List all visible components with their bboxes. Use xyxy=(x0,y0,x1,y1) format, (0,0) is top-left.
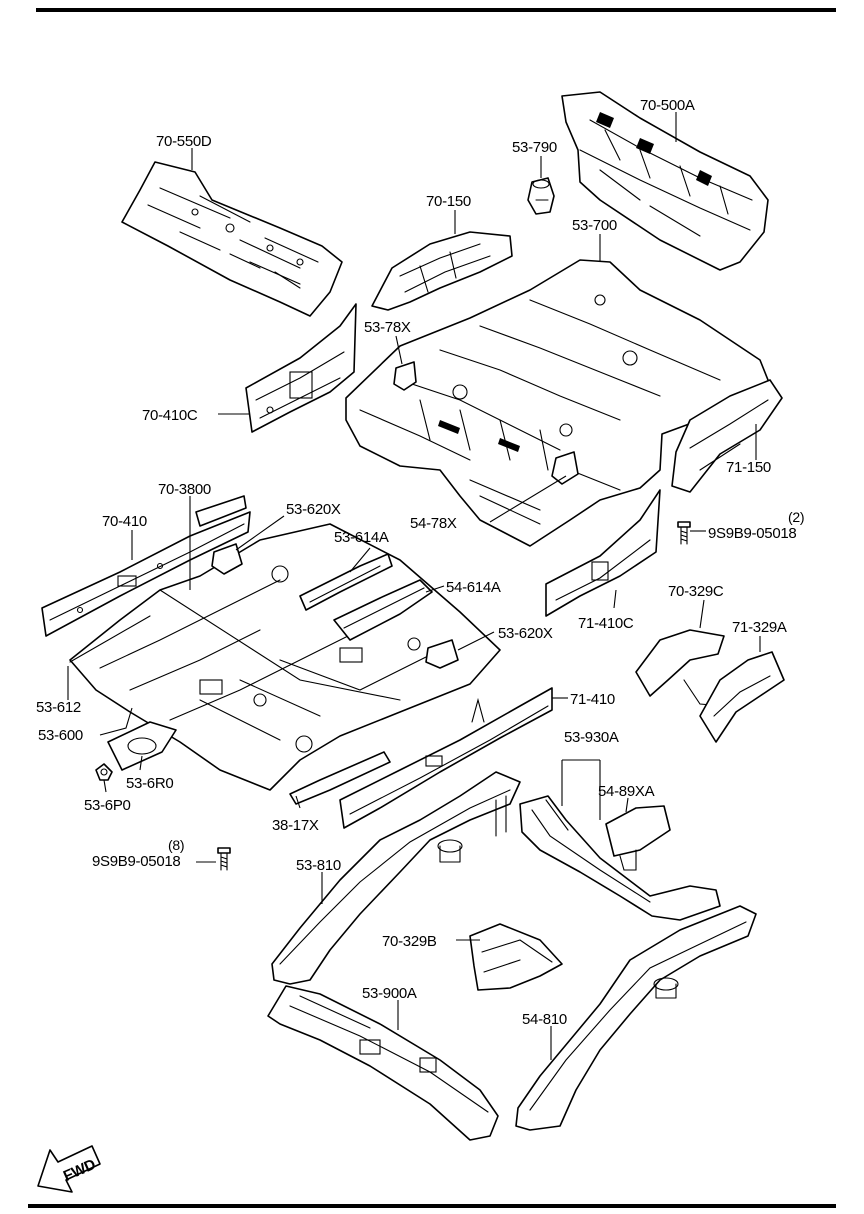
part-71-329A[interactable] xyxy=(699,651,785,743)
part-71-410C[interactable] xyxy=(545,489,661,617)
part-38-17X[interactable] xyxy=(289,751,391,805)
part-53-900A[interactable] xyxy=(267,985,499,1141)
label-53-620X-top[interactable]: 53-620X xyxy=(286,501,341,518)
part-53-6P0[interactable] xyxy=(95,763,113,781)
part-70-410[interactable] xyxy=(41,511,251,637)
label-9S9B9-05018-right[interactable]: 9S9B9-05018 xyxy=(708,525,797,542)
part-70-329C[interactable] xyxy=(635,629,725,707)
label-54-78X[interactable]: 54-78X xyxy=(410,515,457,532)
part-53-700[interactable] xyxy=(345,259,773,547)
label-71-150[interactable]: 71-150 xyxy=(726,459,771,476)
label-71-329A[interactable]: 71-329A xyxy=(732,619,787,636)
label-53-810[interactable]: 53-810 xyxy=(296,857,341,874)
label-70-3800[interactable]: 70-3800 xyxy=(158,481,211,498)
label-38-17X[interactable]: 38-17X xyxy=(272,817,319,834)
label-70-410C[interactable]: 70-410C xyxy=(142,407,198,424)
label-53-600[interactable]: 53-600 xyxy=(38,727,83,744)
part-70-150[interactable] xyxy=(371,231,513,311)
fwd-arrow-icon: FWD xyxy=(37,1145,101,1193)
part-53-614A[interactable] xyxy=(299,553,393,611)
label-70-329C[interactable]: 70-329C xyxy=(668,583,724,600)
part-70-410C[interactable] xyxy=(245,303,357,433)
part-53-78X[interactable] xyxy=(393,361,417,391)
label-53-614A[interactable]: 53-614A xyxy=(334,529,389,546)
part-70-3800[interactable] xyxy=(195,495,247,527)
label-70-550D[interactable]: 70-550D xyxy=(156,133,212,150)
label-53-78X[interactable]: 53-78X xyxy=(364,319,411,336)
part-53-620X-lower[interactable] xyxy=(425,639,459,669)
part-54-614A[interactable] xyxy=(333,579,433,641)
label-54-810[interactable]: 54-810 xyxy=(522,1011,567,1028)
label-70-500A[interactable]: 70-500A xyxy=(640,97,695,114)
label-53-612[interactable]: 53-612 xyxy=(36,699,81,716)
part-53-930A[interactable] xyxy=(519,795,721,921)
label-70-410[interactable]: 70-410 xyxy=(102,513,147,530)
label-54-614A[interactable]: 54-614A xyxy=(446,579,501,596)
part-70-550D[interactable] xyxy=(121,161,343,317)
part-53-810[interactable] xyxy=(271,771,521,985)
part-54-810[interactable] xyxy=(515,905,757,1131)
part-70-329B[interactable] xyxy=(469,923,563,991)
part-53-620X-upper[interactable] xyxy=(211,543,243,575)
label-54-89XA[interactable]: 54-89XA xyxy=(598,783,655,800)
part-54-89XA[interactable] xyxy=(605,805,671,871)
part-70-500A[interactable] xyxy=(561,91,769,271)
part-53-6R0[interactable] xyxy=(107,721,177,771)
label-53-930A[interactable]: 53-930A xyxy=(564,729,619,746)
part-53-612[interactable] xyxy=(69,615,151,663)
part-53-600[interactable] xyxy=(69,523,501,791)
label-53-6R0[interactable]: 53-6R0 xyxy=(126,775,174,792)
bolt-9S9B9-05018-left-icon[interactable] xyxy=(217,847,231,871)
label-53-620X-bottom[interactable]: 53-620X xyxy=(498,625,553,642)
label-71-410C[interactable]: 71-410C xyxy=(578,615,634,632)
label-53-790[interactable]: 53-790 xyxy=(512,139,557,156)
part-71-410[interactable] xyxy=(339,687,553,829)
label-71-410[interactable]: 71-410 xyxy=(570,691,615,708)
part-54-78X[interactable] xyxy=(551,451,579,485)
bolt-9S9B9-05018-right-icon[interactable] xyxy=(677,521,691,545)
leader-lines xyxy=(67,112,761,1060)
part-53-790[interactable] xyxy=(527,177,555,215)
part-number-labels: 70-550D 70-500A 53-790 70-150 53-700 53-… xyxy=(36,97,805,1028)
label-qty-8: (8) xyxy=(168,837,184,853)
label-53-6P0[interactable]: 53-6P0 xyxy=(84,797,131,814)
label-qty-2: (2) xyxy=(788,509,804,525)
label-53-900A[interactable]: 53-900A xyxy=(362,985,417,1002)
label-53-700[interactable]: 53-700 xyxy=(572,217,617,234)
label-9S9B9-05018-left[interactable]: 9S9B9-05018 xyxy=(92,853,181,870)
part-71-150[interactable] xyxy=(671,379,783,493)
label-70-329B[interactable]: 70-329B xyxy=(382,933,437,950)
label-70-150[interactable]: 70-150 xyxy=(426,193,471,210)
